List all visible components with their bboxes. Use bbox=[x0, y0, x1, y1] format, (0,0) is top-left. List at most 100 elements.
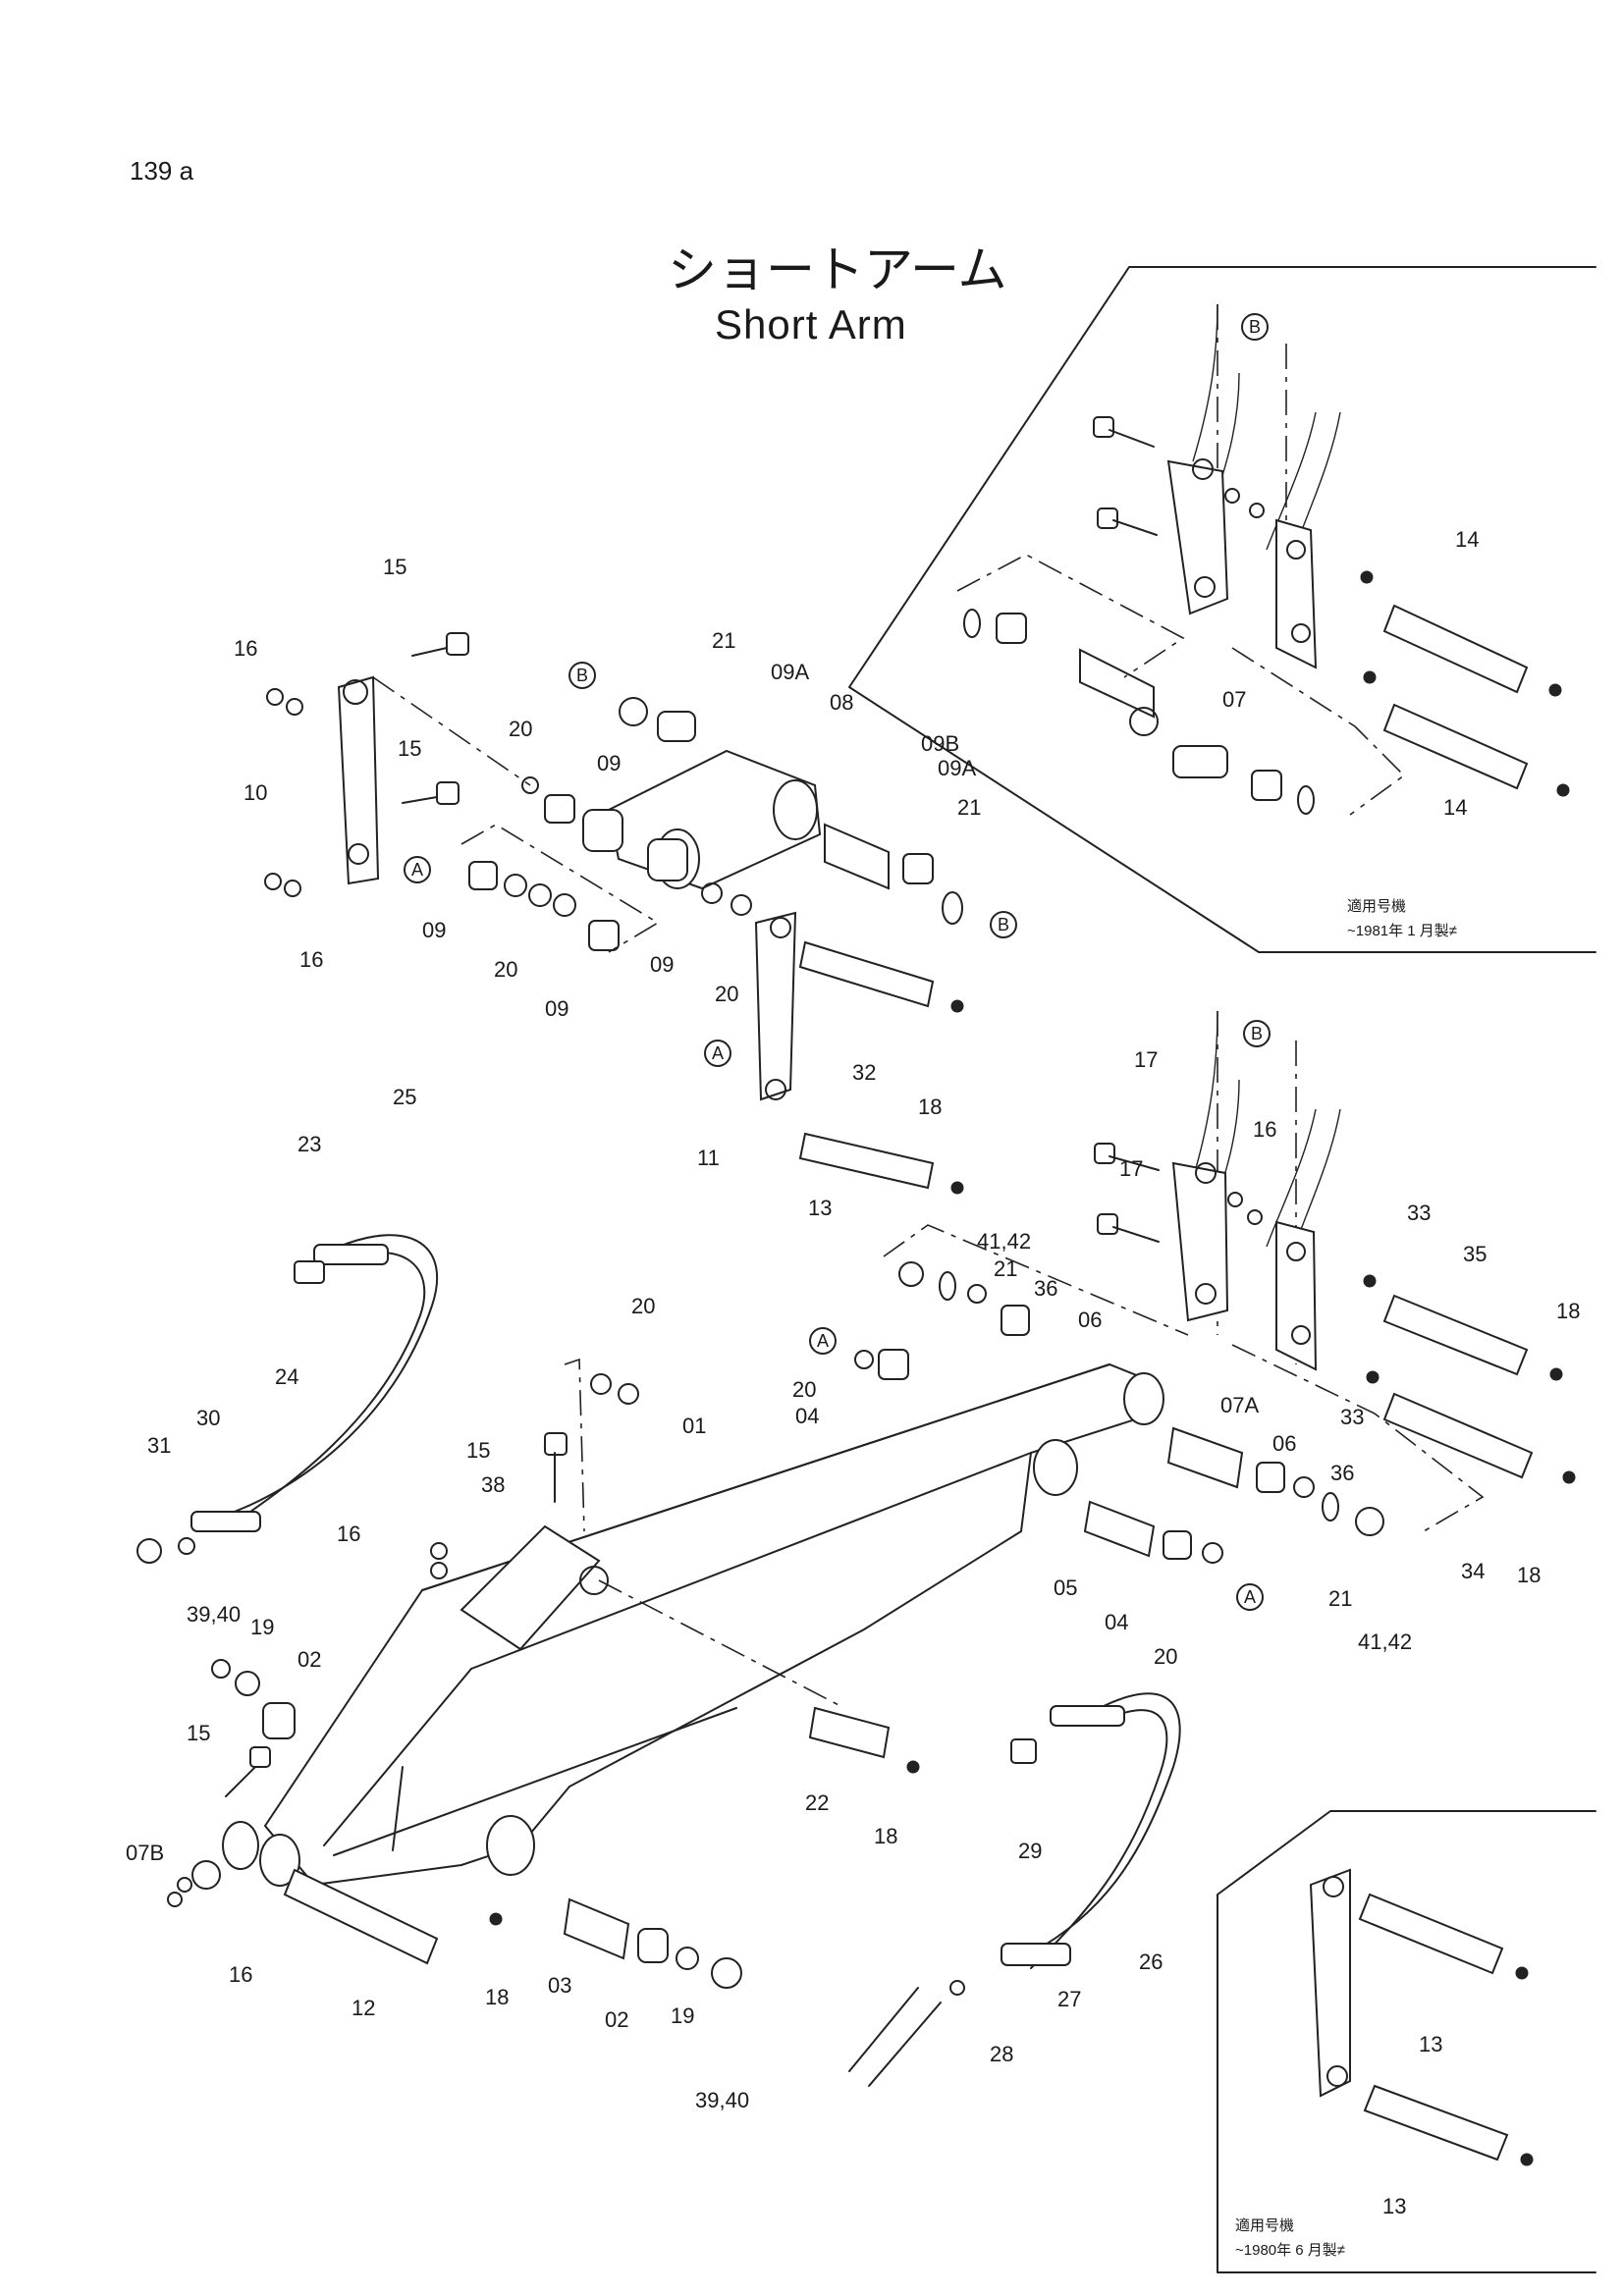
inset-bottom-right: 適用号機 ~1980年 6 月製≠ bbox=[1217, 1810, 1596, 2273]
part-number-label: 16 bbox=[1253, 1117, 1276, 1142]
part-number-label: 38 bbox=[481, 1472, 505, 1497]
part-number-label: 18 bbox=[918, 1095, 942, 1119]
part-number-label: 16 bbox=[229, 1962, 252, 1987]
part-number-label: 13 bbox=[808, 1196, 832, 1220]
part-number-label: 04 bbox=[795, 1404, 819, 1428]
inset-top-note-line2: ~1981年 1 月製≠ bbox=[1347, 923, 1457, 939]
part-number-label: 31 bbox=[147, 1433, 171, 1458]
callout-b: B bbox=[998, 915, 1009, 934]
part-number-label: 20 bbox=[1154, 1644, 1177, 1669]
part-number-label: 21 bbox=[957, 795, 981, 820]
part-number-label: 20 bbox=[509, 717, 532, 741]
part-number-label: 39,40 bbox=[695, 2088, 749, 2112]
part-number-label: 13 bbox=[1419, 2032, 1442, 2056]
part-number-label: 18 bbox=[485, 1985, 509, 2009]
part-number-label: 11 bbox=[697, 1146, 720, 1170]
part-number-label: 02 bbox=[298, 1647, 321, 1672]
callout-b: B bbox=[1251, 1024, 1263, 1043]
part-number-label: 09 bbox=[650, 952, 674, 977]
part-number-label: 15 bbox=[383, 555, 406, 579]
part-number-label: 12 bbox=[352, 1996, 375, 2020]
part-number-label: 04 bbox=[1105, 1610, 1128, 1634]
part-number-label: 09A bbox=[938, 756, 976, 780]
part-number-label: 14 bbox=[1455, 527, 1479, 552]
part-number-label: 17 bbox=[1119, 1156, 1143, 1181]
part-number-label: 10 bbox=[243, 780, 267, 805]
part-number-label: 09 bbox=[545, 996, 568, 1021]
inset-bottom-note-line2: ~1980年 6 月製≠ bbox=[1235, 2242, 1345, 2259]
part-number-label: 22 bbox=[805, 1790, 829, 1815]
callout-a: A bbox=[817, 1331, 829, 1351]
callout-a: A bbox=[1244, 1587, 1256, 1607]
part-number-label: 18 bbox=[1517, 1563, 1541, 1587]
part-number-label: 30 bbox=[196, 1406, 220, 1430]
part-number-label: 09B bbox=[921, 731, 959, 756]
part-number-label: 33 bbox=[1407, 1201, 1431, 1225]
part-number-label: 15 bbox=[187, 1721, 210, 1745]
part-number-label: 09 bbox=[597, 751, 621, 775]
part-number-label: 41,42 bbox=[977, 1229, 1031, 1254]
title-english: Short Arm bbox=[715, 301, 907, 347]
part-number-label: 21 bbox=[712, 628, 735, 653]
part-number-label: 20 bbox=[631, 1294, 655, 1318]
part-number-label: 41,42 bbox=[1358, 1629, 1412, 1654]
part-number-label: 09 bbox=[422, 918, 446, 942]
part-number-label: 14 bbox=[1443, 795, 1467, 820]
part-number-label: 15 bbox=[398, 736, 421, 761]
part-number-label: 15 bbox=[466, 1438, 490, 1463]
inset-bottom-note-line1: 適用号機 bbox=[1235, 2216, 1294, 2234]
part-number-label: 20 bbox=[715, 982, 738, 1006]
part-number-label: 39,40 bbox=[187, 1602, 241, 1627]
part-number-label: 16 bbox=[234, 636, 257, 661]
part-number-label: 02 bbox=[605, 2007, 628, 2032]
page-number: 139 a bbox=[130, 156, 194, 186]
title-japanese: ショートアーム bbox=[668, 242, 1007, 297]
callout-a: A bbox=[712, 1043, 724, 1063]
part-number-label: 34 bbox=[1461, 1559, 1485, 1583]
part-number-label: 18 bbox=[874, 1824, 897, 1848]
part-number-label: 23 bbox=[298, 1132, 321, 1156]
part-number-label: 33 bbox=[1340, 1405, 1364, 1429]
main-arm bbox=[167, 1261, 1384, 1989]
part-number-label: 09A bbox=[771, 660, 809, 684]
callout-b: B bbox=[1249, 317, 1261, 337]
part-number-label: 03 bbox=[548, 1973, 571, 1998]
part-number-label: 18 bbox=[1556, 1299, 1580, 1323]
part-number-label: 06 bbox=[1078, 1308, 1102, 1332]
part-number-label: 28 bbox=[990, 2042, 1013, 2066]
part-number-label: 08 bbox=[830, 690, 853, 715]
part-number-label: 29 bbox=[1018, 1839, 1042, 1863]
part-number-label: 07B bbox=[126, 1841, 164, 1865]
part-number-label: 36 bbox=[1034, 1276, 1057, 1301]
part-number-label: 20 bbox=[494, 957, 517, 982]
part-number-label: 26 bbox=[1139, 1949, 1163, 1974]
part-number-label: 20 bbox=[792, 1377, 816, 1402]
part-number-label: 05 bbox=[1054, 1575, 1077, 1600]
callout-a: A bbox=[411, 860, 423, 880]
part-number-label: 16 bbox=[299, 947, 323, 972]
part-number-label: 19 bbox=[250, 1615, 274, 1639]
part-number-label: 07 bbox=[1222, 687, 1246, 712]
part-number-label: 36 bbox=[1330, 1461, 1354, 1485]
part-number-label: 01 bbox=[682, 1414, 706, 1438]
part-number-label: 21 bbox=[994, 1256, 1017, 1281]
hose-assembly bbox=[136, 1234, 1181, 2087]
part-number-label: 32 bbox=[852, 1060, 876, 1085]
part-number-label: 19 bbox=[671, 2003, 694, 2028]
part-number-label: 27 bbox=[1057, 1987, 1081, 2011]
part-number-label: 24 bbox=[275, 1364, 298, 1389]
part-number-label: 16 bbox=[337, 1522, 360, 1546]
part-number-label: 21 bbox=[1328, 1586, 1352, 1611]
part-number-label: 06 bbox=[1272, 1431, 1296, 1456]
part-number-label: 17 bbox=[1134, 1047, 1158, 1072]
part-number-label: 07A bbox=[1220, 1393, 1259, 1417]
part-number-label: 13 bbox=[1382, 2194, 1406, 2218]
callout-b: B bbox=[576, 666, 588, 685]
callout-letters: B B A B A B A A bbox=[404, 313, 1271, 1611]
inset-top-note-line1: 適用号機 bbox=[1347, 897, 1406, 915]
part-number-label: 35 bbox=[1463, 1242, 1487, 1266]
right-pin-group bbox=[883, 1010, 1576, 1532]
inset-top-right: 適用号機 ~1981年 1 月製≠ bbox=[848, 266, 1596, 953]
